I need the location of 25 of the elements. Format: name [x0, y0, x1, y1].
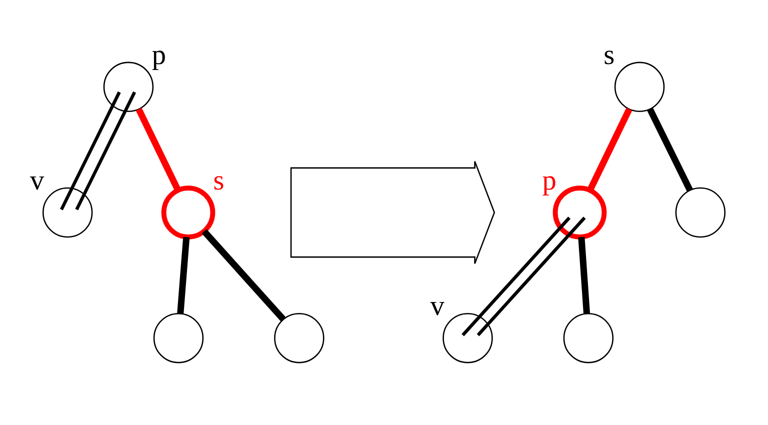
connector [587, 108, 632, 192]
node-label: v [430, 291, 444, 322]
connector [136, 108, 181, 192]
node-label: s [604, 40, 615, 71]
connector [60, 91, 121, 210]
node-label: p [152, 40, 166, 71]
connector [202, 229, 286, 322]
connector [647, 108, 693, 192]
node-arrow [290, 160, 496, 264]
node-circle [274, 312, 324, 364]
connector [462, 216, 571, 336]
node-circle [563, 312, 614, 364]
node-circle [614, 62, 665, 112]
node-label: p [542, 165, 556, 196]
node-label: v [30, 165, 44, 196]
node-circle [442, 312, 493, 364]
connector [75, 91, 136, 210]
connector [177, 236, 190, 314]
node-circle [675, 187, 726, 238]
node-label: s [213, 165, 224, 196]
node-circle [153, 312, 204, 364]
connector [476, 216, 586, 336]
connector [578, 236, 590, 314]
node-circle [161, 186, 216, 240]
node-circle [103, 62, 154, 112]
